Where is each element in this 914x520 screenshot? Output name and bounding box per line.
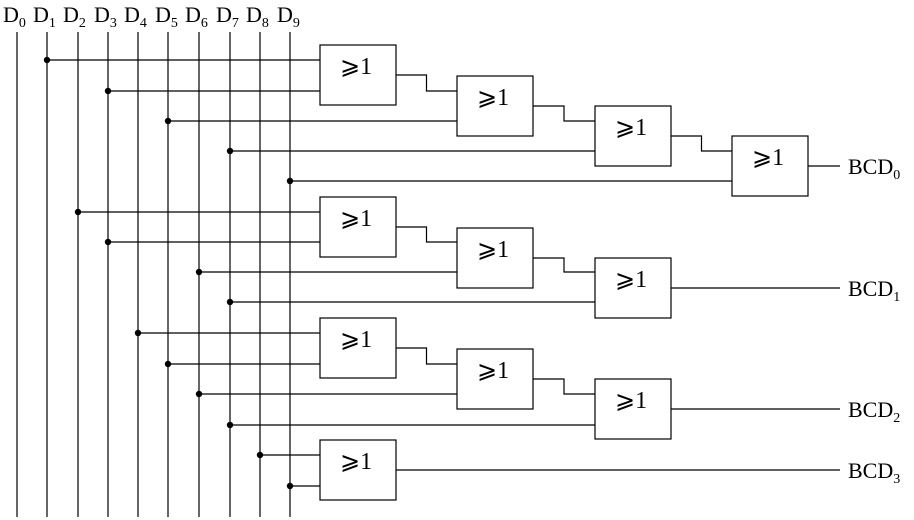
wire-d1-bcd0-junction bbox=[43, 56, 51, 64]
wire-d5-bcd0-junction bbox=[164, 117, 172, 125]
gate-bcd0-3 bbox=[594, 105, 672, 167]
link-bcd0-1-2 bbox=[396, 74, 457, 92]
gate-bcd1-2 bbox=[456, 227, 534, 289]
input-label-d0: D0 bbox=[3, 2, 26, 31]
link-bcd0-2-3 bbox=[533, 105, 595, 122]
wire-d3-bcd0-junction bbox=[104, 87, 112, 95]
gate-bcd2-2 bbox=[456, 348, 534, 410]
gate-bcd0-4 bbox=[731, 135, 809, 197]
gate-bcd1-1 bbox=[319, 196, 397, 258]
input-label-d6: D6 bbox=[185, 2, 208, 31]
gate-bcd0-3-symbol: ⩾1 bbox=[615, 115, 647, 141]
link-bcd2-1-2 bbox=[396, 347, 457, 365]
gate-bcd0-2 bbox=[456, 75, 534, 137]
gate-bcd1-3-symbol: ⩾1 bbox=[615, 267, 647, 293]
input-label-d1: D1 bbox=[33, 2, 56, 31]
wire-d2-bcd1-junction bbox=[74, 208, 82, 216]
gate-bcd2-2-symbol: ⩾1 bbox=[477, 358, 509, 384]
output-label-bcd2: BCD2 bbox=[848, 397, 900, 426]
wire-d6-bcd1-junction bbox=[195, 268, 203, 276]
link-bcd2-2-3 bbox=[533, 378, 595, 395]
output-label-bcd3: BCD3 bbox=[848, 458, 900, 487]
gate-bcd2-1-symbol: ⩾1 bbox=[340, 327, 372, 353]
gate-bcd1-2-symbol: ⩾1 bbox=[477, 237, 509, 263]
input-label-d3: D3 bbox=[94, 2, 117, 31]
wire-d3-bcd1-junction bbox=[104, 238, 112, 246]
wire-d7-bcd2-junction bbox=[226, 421, 234, 429]
gate-bcd0-4-symbol: ⩾1 bbox=[752, 145, 784, 171]
gate-bcd1-3 bbox=[594, 257, 672, 319]
gate-bcd2-3 bbox=[594, 378, 672, 440]
gate-bcd2-1 bbox=[319, 317, 397, 379]
wire-d9-bcd0-junction bbox=[286, 177, 294, 185]
output-label-bcd1: BCD1 bbox=[848, 276, 900, 305]
input-label-d7: D7 bbox=[216, 2, 239, 31]
wire-d6-bcd2-junction bbox=[195, 390, 203, 398]
gate-bcd3-1-symbol: ⩾1 bbox=[340, 449, 372, 475]
input-label-d9: D9 bbox=[277, 2, 300, 31]
link-bcd1-2-3 bbox=[533, 257, 595, 273]
wire-d9-bcd3-junction bbox=[286, 482, 294, 490]
gate-bcd3-1 bbox=[319, 439, 397, 501]
input-label-d4: D4 bbox=[124, 2, 147, 31]
gate-bcd0-1-symbol: ⩾1 bbox=[340, 54, 372, 80]
output-label-bcd0: BCD0 bbox=[848, 154, 900, 183]
gate-bcd2-3-symbol: ⩾1 bbox=[615, 388, 647, 414]
input-label-d2: D2 bbox=[63, 2, 86, 31]
wire-d7-bcd1-junction bbox=[226, 298, 234, 306]
link-bcd1-1-2 bbox=[396, 226, 457, 243]
wire-d5-bcd2-junction bbox=[164, 360, 172, 368]
input-label-d8: D8 bbox=[246, 2, 269, 31]
link-bcd0-3-4 bbox=[671, 135, 732, 152]
gate-bcd0-2-symbol: ⩾1 bbox=[477, 85, 509, 111]
wire-d4-bcd2-junction bbox=[134, 329, 142, 337]
gate-bcd1-1-symbol: ⩾1 bbox=[340, 206, 372, 232]
wire-d8-bcd3-junction bbox=[256, 451, 264, 459]
wire-d7-bcd0-junction bbox=[226, 147, 234, 155]
input-label-d5: D5 bbox=[155, 2, 178, 31]
